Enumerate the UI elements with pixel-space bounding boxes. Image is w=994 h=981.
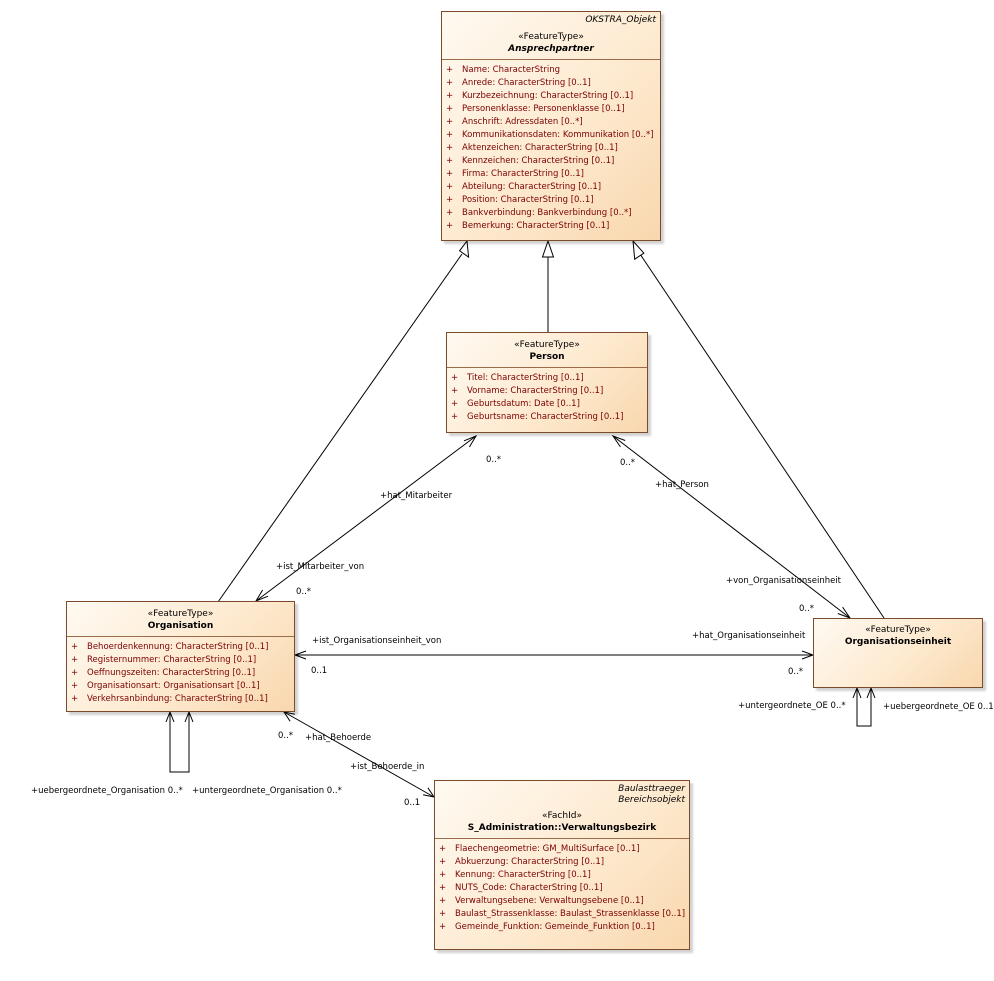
attribute-row: +Verkehrsanbindung: CharacterString [0..… (71, 694, 268, 704)
generalization-arrowhead-right (632, 239, 645, 261)
class-stereotype: «FachId» (542, 811, 582, 821)
attribute-row: +Firma: CharacterString [0..1] (446, 169, 584, 179)
class-attributes: +Name: CharacterString +Anrede: Characte… (442, 60, 660, 237)
label-ist-organisationseinheit-von: +ist_Organisationseinheit_von (312, 636, 442, 646)
self-association-organisation (169, 712, 190, 773)
arrowhead-person-right (611, 434, 626, 448)
attribute-row: +Kommunikationsdaten: Kommunikation [0..… (446, 130, 654, 140)
generalization-arrowhead-center (541, 239, 555, 258)
class-person[interactable]: «FeatureType» Person +Titel: CharacterSt… (446, 332, 648, 433)
attribute-row: +Bankverbindung: Bankverbindung [0..*] (446, 208, 632, 218)
class-header: «FeatureType» Person (447, 333, 647, 368)
arrowhead-self-org-left (165, 710, 175, 723)
class-header: «FeatureType» Organisation (67, 602, 294, 637)
attribute-row: +Kennung: CharacterString [0..1] (439, 870, 591, 880)
arrowhead-person-left (463, 434, 478, 448)
attribute-row: +Baulast_Strassenklasse: Baulast_Strasse… (439, 909, 686, 919)
label-hat-person: +hat_Person (655, 480, 709, 490)
attribute-row: +Position: CharacterString [0..1] (446, 195, 594, 205)
class-verwaltungsbezirk[interactable]: Baulasttraeger Bereichsobjekt «FachId» S… (434, 780, 690, 950)
label-mult-org-top: 0..* (296, 587, 312, 597)
class-name: Ansprechpartner (508, 44, 594, 54)
attribute-row: +Flaechengeometrie: GM_MultiSurface [0..… (439, 844, 640, 854)
attribute-row: +Anrede: CharacterString [0..1] (446, 78, 591, 88)
label-von-organisationseinheit: +von_Organisationseinheit (726, 576, 842, 586)
label-mult-oe-left: 0..* (788, 667, 804, 677)
label-ist-behoerde-in: +ist_Behoerde_in (350, 762, 425, 772)
attribute-row: +Behoerdenkennung: CharacterString [0..1… (71, 642, 269, 652)
attribute-row: +Anschrift: Adressdaten [0..*] (446, 117, 583, 127)
class-organisation[interactable]: «FeatureType» Organisation +Behoerdenken… (66, 601, 295, 712)
class-header: OKSTRA_Objekt «FeatureType» Ansprechpart… (442, 12, 660, 60)
association-organisation-verwaltungsbezirk (283, 711, 435, 798)
label-uebergeordnete-organisation: +uebergeordnete_Organisation 0..* (31, 786, 183, 796)
label-hat-behoerde: +hat_Behoerde (305, 733, 372, 743)
attribute-row: +Name: CharacterString (446, 65, 560, 75)
class-name: S_Administration::Verwaltungsbezirk (467, 823, 657, 833)
arrowhead-self-oe-left (852, 686, 862, 699)
self-association-organisationseinheit (856, 688, 872, 727)
class-attributes: +Behoerdenkennung: CharacterString [0..1… (67, 637, 294, 710)
label-mult-person-left: 0..* (486, 455, 502, 465)
generalization-organisationseinheit-ansprechpartner (639, 253, 885, 619)
label-mult-vb-top: 0..1 (404, 798, 421, 808)
label-mult-oe-top: 0..* (799, 604, 815, 614)
attribute-row: +Geburtsname: CharacterString [0..1] (451, 412, 624, 422)
class-name: Organisation (147, 621, 214, 631)
attribute-row: +Abkuerzung: CharacterString [0..1] (439, 857, 605, 867)
attribute-row: +Titel: CharacterString [0..1] (451, 373, 584, 383)
label-ist-mitarbeiter-von: +ist_Mitarbeiter_von (276, 562, 365, 572)
arrowhead-self-org-right (184, 710, 194, 723)
class-stereotype: «FeatureType» (865, 625, 931, 635)
attribute-row: +Kurzbezeichnung: CharacterString [0..1] (446, 91, 634, 101)
attribute-row: +Gemeinde_Funktion: Gemeinde_Funktion [0… (439, 922, 655, 932)
attribute-row: +Organisationsart: Organisationsart [0..… (71, 681, 260, 691)
attribute-row: +Vorname: CharacterString [0..1] (451, 386, 604, 396)
attribute-row: +Aktenzeichen: CharacterString [0..1] (446, 143, 618, 153)
class-name: Person (529, 352, 565, 362)
attribute-row: +Verwaltungsebene: Verwaltungsebene [0..… (439, 896, 644, 906)
class-attributes: +Flaechengeometrie: GM_MultiSurface [0..… (435, 839, 689, 938)
attribute-row: +Registernummer: CharacterString [0..1] (71, 655, 257, 665)
label-untergeordnete-organisation: +untergeordnete_Organisation 0..* (192, 786, 342, 796)
class-header: Baulasttraeger Bereichsobjekt «FachId» S… (435, 781, 689, 839)
arrowhead-organisation-right (293, 650, 307, 660)
class-ansprechpartner[interactable]: OKSTRA_Objekt «FeatureType» Ansprechpart… (441, 11, 661, 241)
class-name: Organisationseinheit (844, 637, 952, 647)
label-mult-person-right: 0..* (620, 458, 636, 468)
class-header: «FeatureType» Organisationseinheit (814, 619, 982, 652)
attribute-row: +Bemerkung: CharacterString [0..1] (446, 221, 610, 231)
label-mult-org-bottom: 0..* (278, 731, 294, 741)
association-person-organisation (255, 435, 477, 602)
class-stereotype: «FeatureType» (514, 340, 580, 350)
arrowhead-self-oe-right (866, 686, 876, 699)
class-stereotype: «FeatureType» (518, 32, 584, 42)
class-tag: Baulasttraeger (618, 784, 685, 794)
label-untergeordnete-oe: +untergeordnete_OE 0..* (738, 701, 846, 711)
attribute-row: +Oeffnungszeiten: CharacterString [0..1] (71, 668, 256, 678)
label-mult-org-right: 0..1 (311, 666, 328, 676)
label-uebergeordnete-oe: +uebergeordnete_OE 0..1 (883, 702, 994, 712)
attribute-row: +Geburtsdatum: Date [0..1] (451, 399, 580, 409)
class-tag: OKSTRA_Objekt (585, 15, 656, 25)
label-hat-mitarbeiter: +hat_Mitarbeiter (380, 491, 453, 501)
attribute-row: +Kennzeichen: CharacterString [0..1] (446, 156, 615, 166)
class-organisationseinheit[interactable]: «FeatureType» Organisationseinheit (813, 618, 983, 688)
class-tag: Bereichsobjekt (618, 795, 685, 805)
association-person-organisationseinheit (612, 435, 851, 619)
arrowhead-organisation-bottom (282, 711, 296, 722)
attribute-row: +NUTS_Code: CharacterString [0..1] (439, 883, 603, 893)
attribute-row: +Personenklasse: Personenklasse [0..1] (446, 104, 625, 114)
class-attributes: +Titel: CharacterString [0..1] +Vorname:… (447, 368, 647, 428)
label-hat-organisationseinheit: +hat_Organisationseinheit (692, 631, 806, 641)
class-stereotype: «FeatureType» (147, 609, 214, 619)
attribute-row: +Abteilung: CharacterString [0..1] (446, 182, 602, 192)
generalization-arrowhead-left (458, 239, 470, 259)
generalization-organisation-ansprechpartner (217, 253, 463, 603)
